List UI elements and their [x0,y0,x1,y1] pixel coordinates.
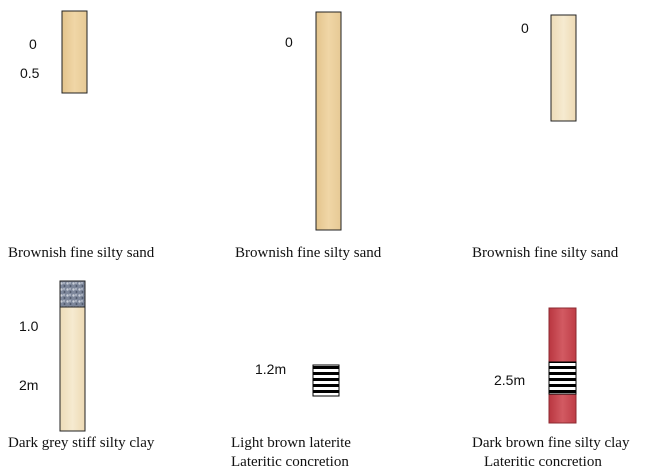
depth-label: 0 [521,20,529,36]
layer-caption: Brownish fine silty sand [472,245,619,261]
depth-label: 0 [29,36,37,52]
soil-log-1: 0 0.5 Brownish fine silty sand [8,10,155,261]
depth-label: 0 [285,34,293,50]
layer-caption: Lateritic concretion [484,454,602,470]
sand-layer [315,11,342,231]
soil-log-2: 0 Brownish fine silty sand [235,11,382,261]
laterite-concretion-layer [312,364,340,397]
layer-caption: Dark brown fine silty clay [472,435,630,451]
depth-label: 2.5m [494,372,525,388]
soil-log-4: 1.0 2m Dark grey stiff silty clay [8,280,155,451]
soil-log-3: 0 Brownish fine silty sand [472,14,619,261]
layer-caption: Brownish fine silty sand [235,245,382,261]
layer-caption: Dark grey stiff silty clay [8,435,155,451]
grey-clay-layer [59,280,86,308]
depth-label: 1.2m [255,361,286,377]
laterite-concretion-layer [548,361,577,395]
soil-log-6: 2.5m Dark brown fine silty clay Lateriti… [472,307,630,470]
layer-caption: Light brown laterite [231,435,351,451]
depth-label: 0.5 [20,65,40,81]
pale-sand-layer [550,14,577,122]
layer-caption: Brownish fine silty sand [8,245,155,261]
layer-caption: Lateritic concretion [231,454,349,470]
sand-layer [61,10,88,94]
depth-label: 1.0 [19,318,39,334]
soil-log-5: 1.2m Light brown laterite Lateritic conc… [231,361,351,470]
pale-sand-layer [59,306,86,432]
depth-label: 2m [19,377,38,393]
